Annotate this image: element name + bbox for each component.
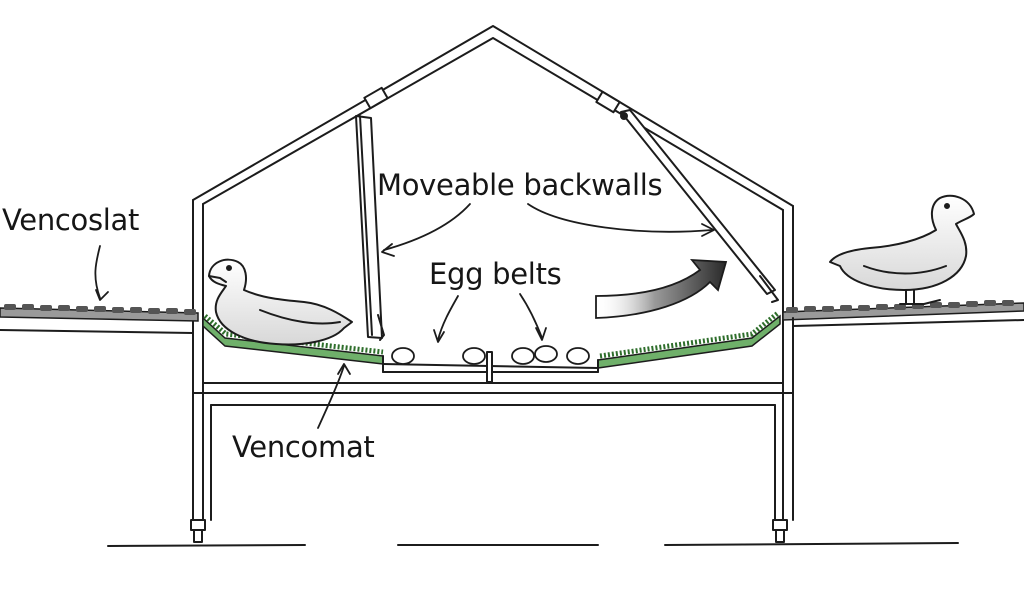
label-vencomat: Vencomat [232,430,375,464]
ground-lines [107,542,959,547]
vencoslat-right [782,300,1024,327]
backwall-right [620,109,779,303]
vencomat-right [597,311,781,369]
label-vencoslat: Vencoslat [2,203,140,237]
backwall-left [355,115,385,341]
nest-housing [192,25,794,331]
eggs [391,345,590,365]
support-frame [190,317,794,543]
egg-belt-trough [382,351,599,383]
annotation-pointers [94,203,715,429]
duck-right [829,194,975,305]
vencoslat-left [0,304,199,334]
label-egg-belts: Egg belts [429,257,562,291]
movement-arrow [595,258,728,319]
duck-left [208,258,353,346]
label-moveable-backwalls: Moveable backwalls [377,168,663,202]
